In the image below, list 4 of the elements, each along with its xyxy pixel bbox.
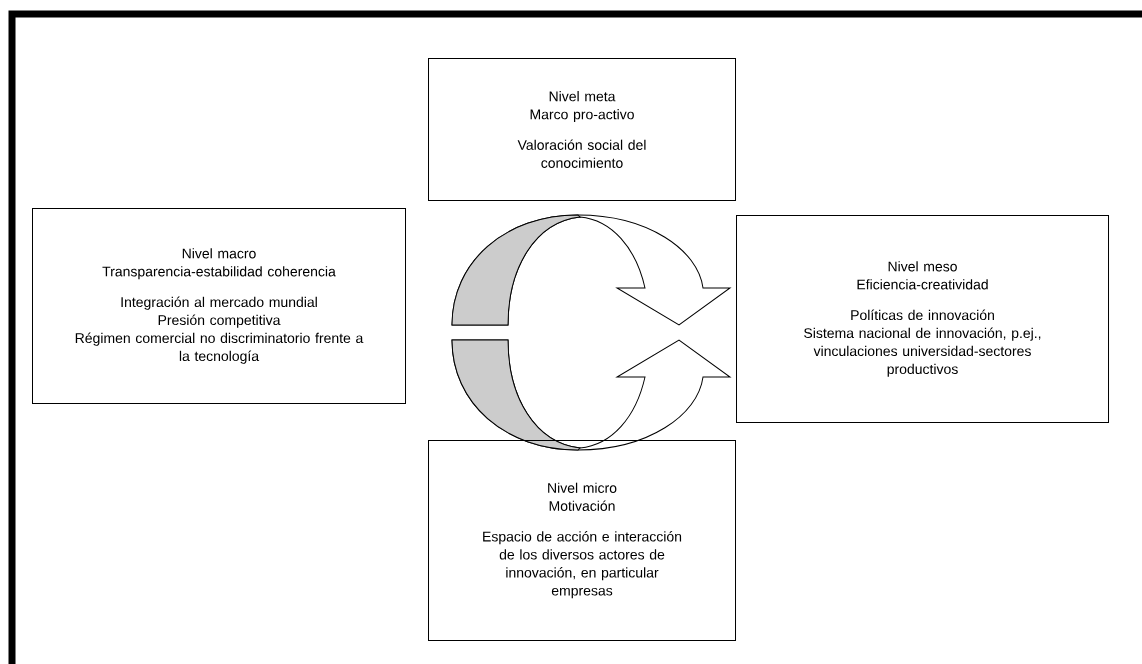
text-box: Nivel meso Eficiencia-creatividad Políticas de innovación Sistema nacional de innovación, p.ej., vinculaciones universidad-sectores productivos [736, 215, 1109, 423]
text-box: Nivel macro Transparencia-estabilidad coherencia Integración al mercado mundial Presión competitiva Régimen comercial no discriminatorio frente a la tecnología [32, 208, 406, 404]
text-box: Nivel micro Motivación Espacio de acción e interacción de los diversos actores de innovación, en particular empresas [428, 440, 736, 641]
text-box: Nivel meta Marco pro-activo Valoración social del conocimiento [428, 58, 736, 201]
